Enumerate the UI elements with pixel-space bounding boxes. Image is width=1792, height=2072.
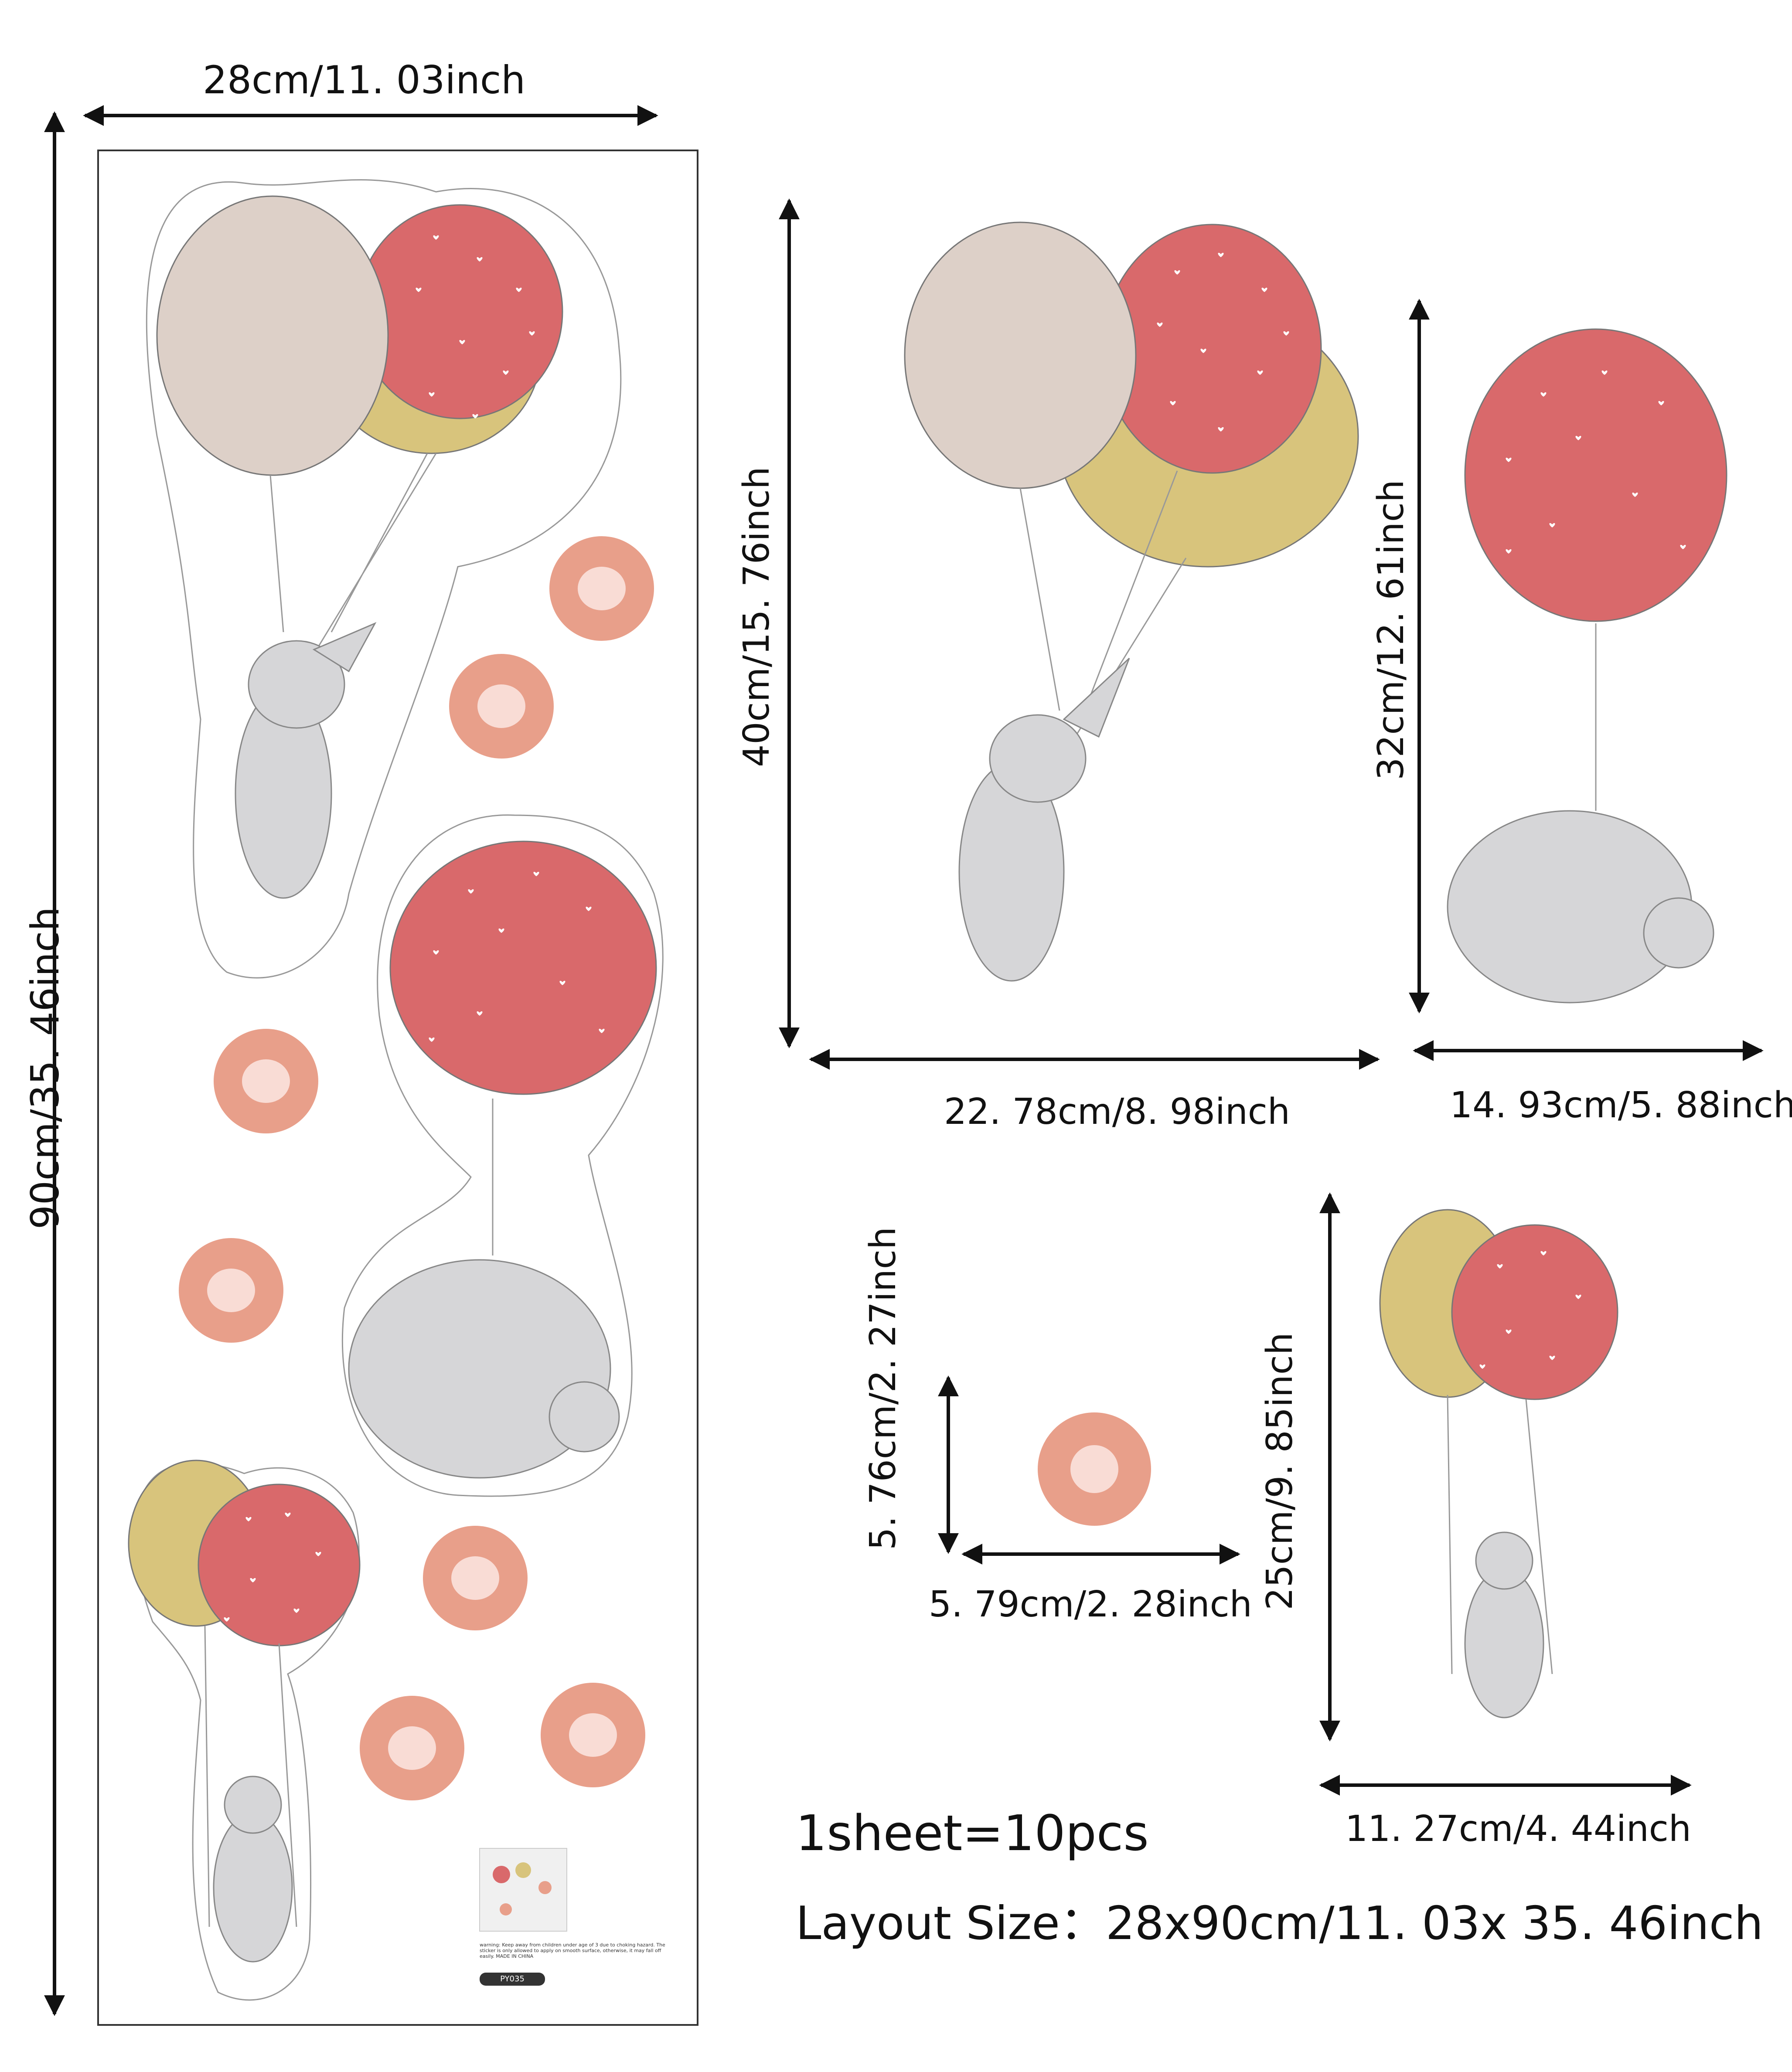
flower-height-label: 5. 76cm/2. 27inch (862, 1227, 904, 1550)
sticker-medium-bunny-balloon (348, 840, 657, 1479)
medium-sticker (1447, 328, 1727, 1004)
balloon-icon (1451, 1224, 1618, 1400)
balloon-icon (904, 221, 1137, 489)
sticker-swing-bunny-balloons (128, 1460, 361, 1963)
bunny-icon (348, 1259, 611, 1479)
flower-sticker (1038, 1412, 1151, 1526)
cut-outline-medium (341, 814, 664, 1497)
medium-height-label: 32cm/12. 61inch (1370, 480, 1412, 780)
sticker-large-bunny-balloons (156, 195, 563, 899)
cut-outline-large (146, 179, 622, 979)
flower-width-label: 5. 79cm/2. 28inch (929, 1584, 1252, 1625)
flower-icon (179, 1238, 283, 1343)
piece-count: 1sheet=10pcs (796, 1805, 1149, 1862)
medium-width-label: 14. 93cm/5. 88inch (1450, 1085, 1792, 1126)
cut-outline-swing (134, 1463, 360, 2001)
sticker-flowers (179, 536, 654, 1800)
flower-icon (214, 1029, 318, 1133)
swing-height-label: 25cm/9. 85inch (1259, 1332, 1301, 1610)
product-warning: warning: Keep away from children under a… (480, 1942, 665, 1960)
swing-width-label: 11. 27cm/4. 44inch (1345, 1808, 1691, 1850)
balloon-icon (1464, 328, 1727, 622)
bunny-icon (1464, 1568, 1544, 1718)
product-thumbnail (479, 1848, 567, 1932)
flower-icon (449, 654, 554, 759)
bunny-icon (213, 1813, 293, 1963)
balloon-icon (357, 204, 563, 419)
flower-icon (360, 1696, 464, 1800)
flower-icon (541, 1683, 645, 1787)
balloon-icon (198, 1483, 361, 1647)
balloon-icon (156, 195, 389, 476)
large-sticker (904, 221, 1359, 982)
swing-sticker (1379, 1209, 1618, 1718)
large-height-label: 40cm/15. 76inch (736, 466, 777, 767)
flower-icon (549, 536, 654, 641)
flower-icon (423, 1526, 528, 1630)
balloon-icon (389, 840, 657, 1095)
layout-size: Layout Size：28x90cm/11. 03x 35. 46inch (796, 1897, 1764, 1950)
sheet-width-label: 28cm/11. 03inch (203, 58, 526, 102)
large-width-label: 22. 78cm/8. 98inch (944, 1091, 1290, 1133)
product-code-badge: PY035 (480, 1973, 545, 1986)
sheet-height-label: 90cm/35. 46inch (23, 907, 68, 1230)
